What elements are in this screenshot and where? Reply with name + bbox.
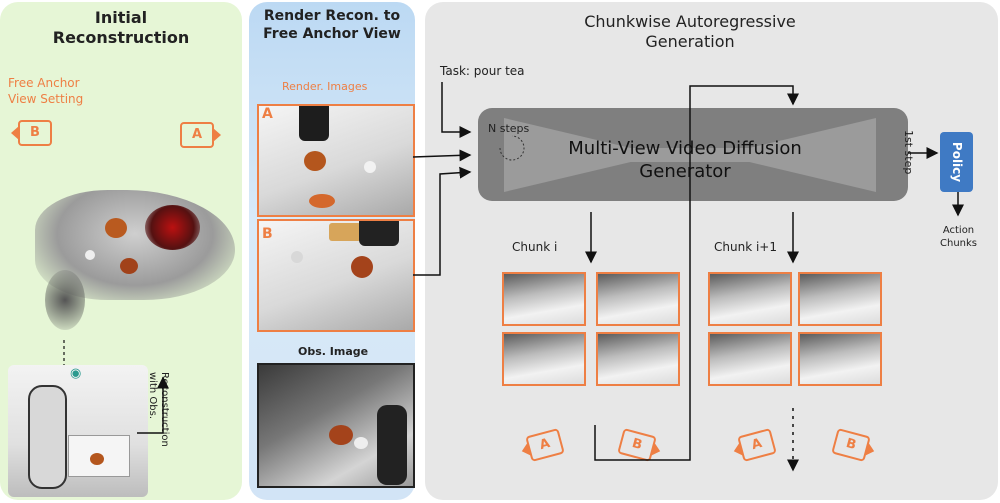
render-b-letter: B [262,226,273,242]
robot-image [8,365,148,497]
obs-image-label: Obs. Image [298,345,369,358]
chunk-i-frame-1 [502,272,586,326]
generation-panel [425,2,998,500]
render-image-a [257,104,415,217]
render-image-b [257,219,415,332]
generator-label: Multi-View Video Diffusion Generator [568,138,802,183]
camera-small-icon: ◉ [70,366,82,381]
chunk-i1-frame-4 [798,332,882,386]
camera-a-icon: A [180,122,221,148]
chunk-i1-frame-2 [798,272,882,326]
obs-image [257,363,415,488]
chunk-i1-frame-1 [708,272,792,326]
chunk-i1-frame-3 [708,332,792,386]
panel1-title: Initial Reconstruction [52,8,190,47]
chunk-i-frame-3 [502,332,586,386]
point-cloud-image [35,170,235,330]
chunk-i-frame-2 [596,272,680,326]
render-images-label: Render. Images [282,80,368,93]
camera-b-icon: B [11,120,52,146]
panel2-title: Render Recon. to Free Anchor View [263,8,401,42]
chunk-i1-label: Chunk i+1 [714,240,777,254]
chunk-i-label: Chunk i [512,240,558,254]
action-chunks-label: Action Chunks [940,225,977,249]
anchor-view-label: Free Anchor View Setting [8,76,84,106]
chunk-i-frame-4 [596,332,680,386]
policy-block: Policy [940,132,973,192]
render-a-letter: A [262,106,273,122]
n-steps-label: N steps [488,122,530,135]
task-label: Task: pour tea [440,64,525,78]
panel3-title: Chunkwise Autoregressive Generation [584,12,796,51]
